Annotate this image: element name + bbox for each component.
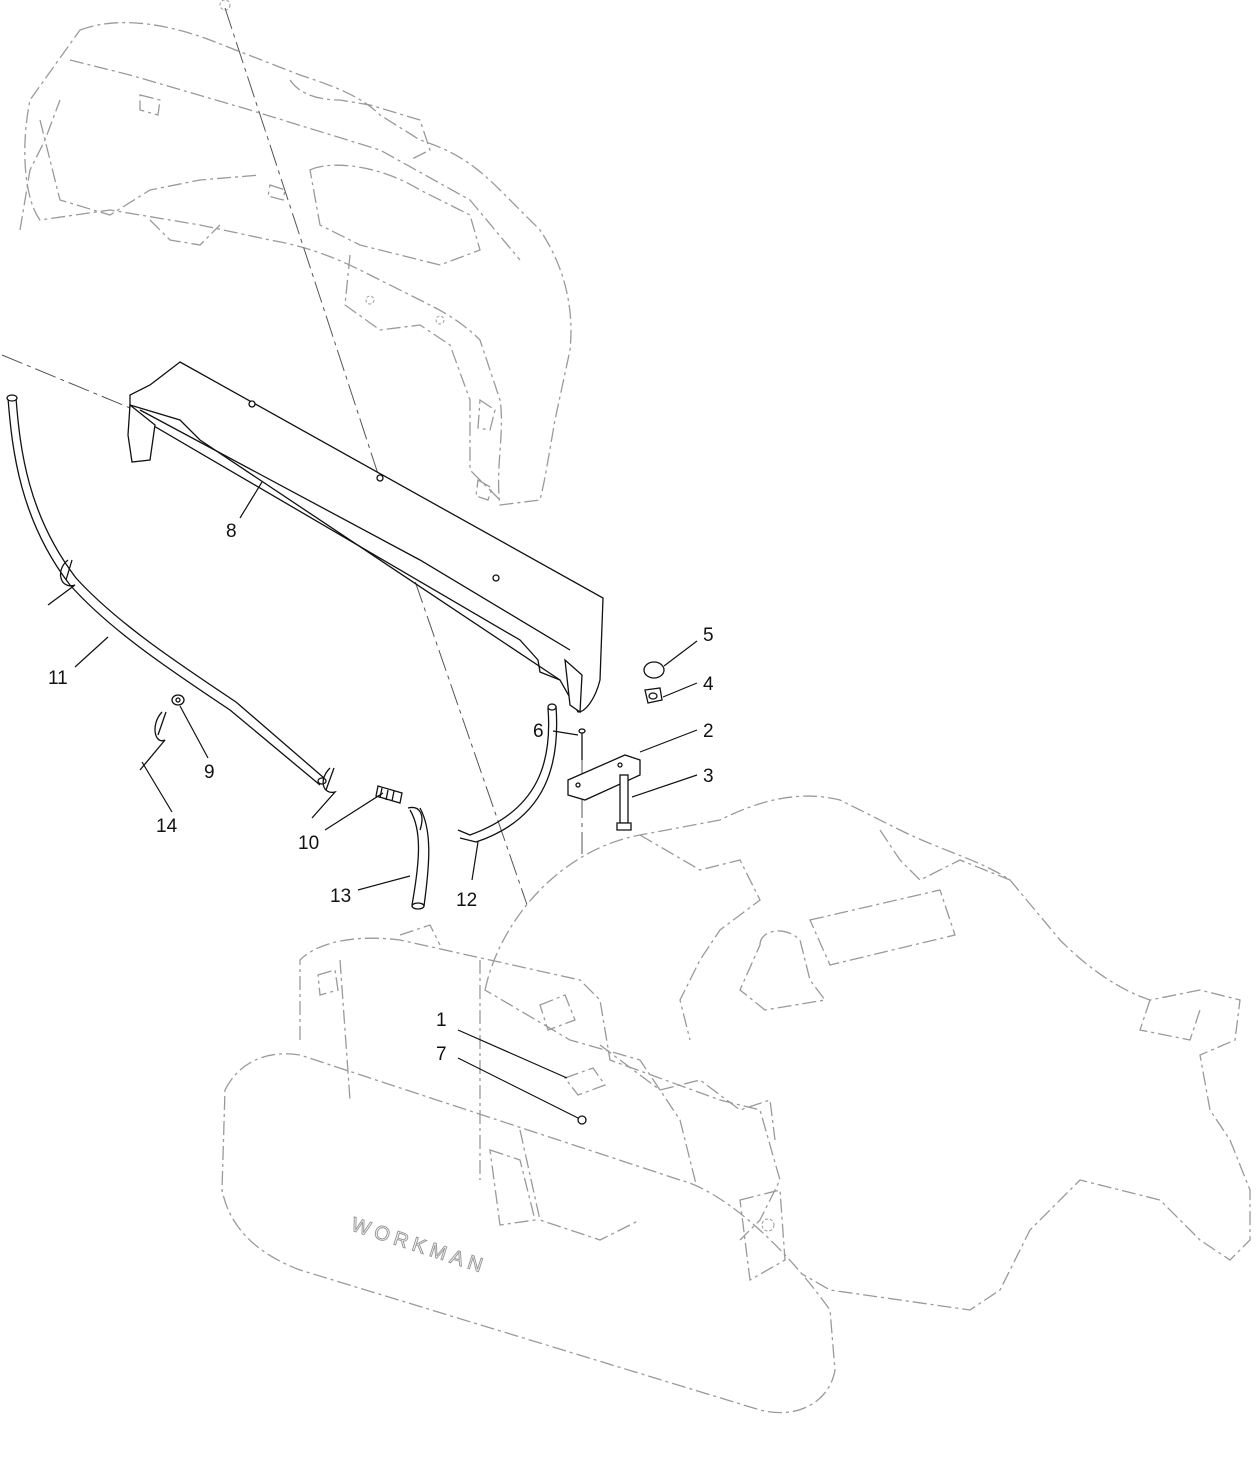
callout-2: 2 bbox=[703, 721, 714, 742]
callout-12: 12 bbox=[456, 890, 477, 911]
part-12-hose bbox=[407, 703, 558, 843]
part-10-fitting bbox=[375, 785, 403, 804]
centerline-left-edge bbox=[1, 354, 136, 411]
part-14-hairpin-clips bbox=[47, 559, 337, 819]
ghost-front-frame bbox=[299, 924, 786, 1282]
part-2-bracket bbox=[567, 754, 641, 801]
callout-14: 14 bbox=[156, 816, 178, 837]
part-4-nut bbox=[644, 687, 663, 704]
ghost-front-hood: WORKMAN bbox=[221, 1053, 836, 1414]
part-8-shield-panel bbox=[127, 361, 604, 714]
callout-6: 6 bbox=[533, 721, 544, 742]
part-5-cap bbox=[643, 661, 665, 679]
part-11-long-tube bbox=[6, 394, 327, 786]
callout-1: 1 bbox=[436, 1010, 447, 1031]
part-9-washer bbox=[171, 694, 185, 706]
centerline-top-fastener bbox=[224, 7, 381, 481]
part-3-bolt bbox=[616, 774, 632, 831]
ghost-seat-back-assembly bbox=[19, 0, 572, 506]
part-1-plate bbox=[563, 1067, 607, 1096]
callout-4: 4 bbox=[703, 674, 714, 695]
callout-10: 10 bbox=[298, 833, 319, 854]
callout-9: 9 bbox=[204, 762, 215, 783]
ghost-vehicle-cowl bbox=[484, 795, 1251, 1311]
part-13-hose bbox=[409, 807, 430, 910]
part-6-screw bbox=[578, 728, 586, 760]
part-7-nut bbox=[577, 1115, 587, 1125]
callout-7: 7 bbox=[436, 1044, 447, 1065]
callout-13: 13 bbox=[330, 886, 351, 907]
callout-11: 11 bbox=[48, 668, 68, 689]
callout-5: 5 bbox=[703, 625, 714, 646]
callout-8: 8 bbox=[226, 521, 237, 542]
callout-3: 3 bbox=[703, 766, 714, 787]
leader-lines bbox=[74, 481, 698, 1119]
